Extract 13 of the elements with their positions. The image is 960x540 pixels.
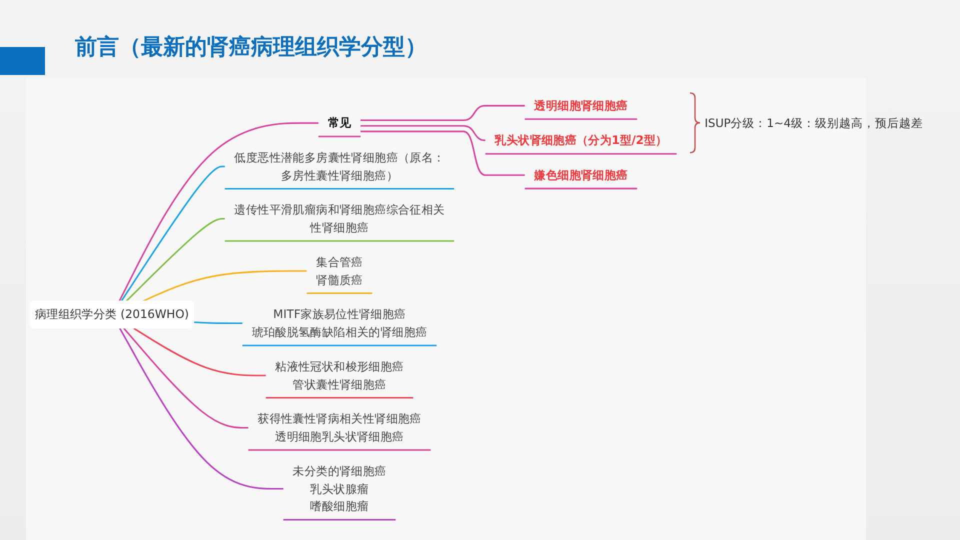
connector	[360, 104, 525, 122]
title: 前言（最新的肾癌病理组织学分型）	[75, 34, 427, 62]
connector	[142, 270, 307, 302]
connector	[133, 328, 266, 376]
connector	[120, 166, 225, 302]
connector	[118, 122, 318, 302]
connector	[194, 321, 242, 324]
connector	[123, 328, 248, 429]
connector	[360, 130, 525, 176]
annotation-text: ISUP分级：1~4级：级别越高，预后越差	[704, 115, 923, 132]
connector	[125, 218, 225, 302]
connector	[360, 125, 486, 142]
connector	[119, 328, 284, 490]
